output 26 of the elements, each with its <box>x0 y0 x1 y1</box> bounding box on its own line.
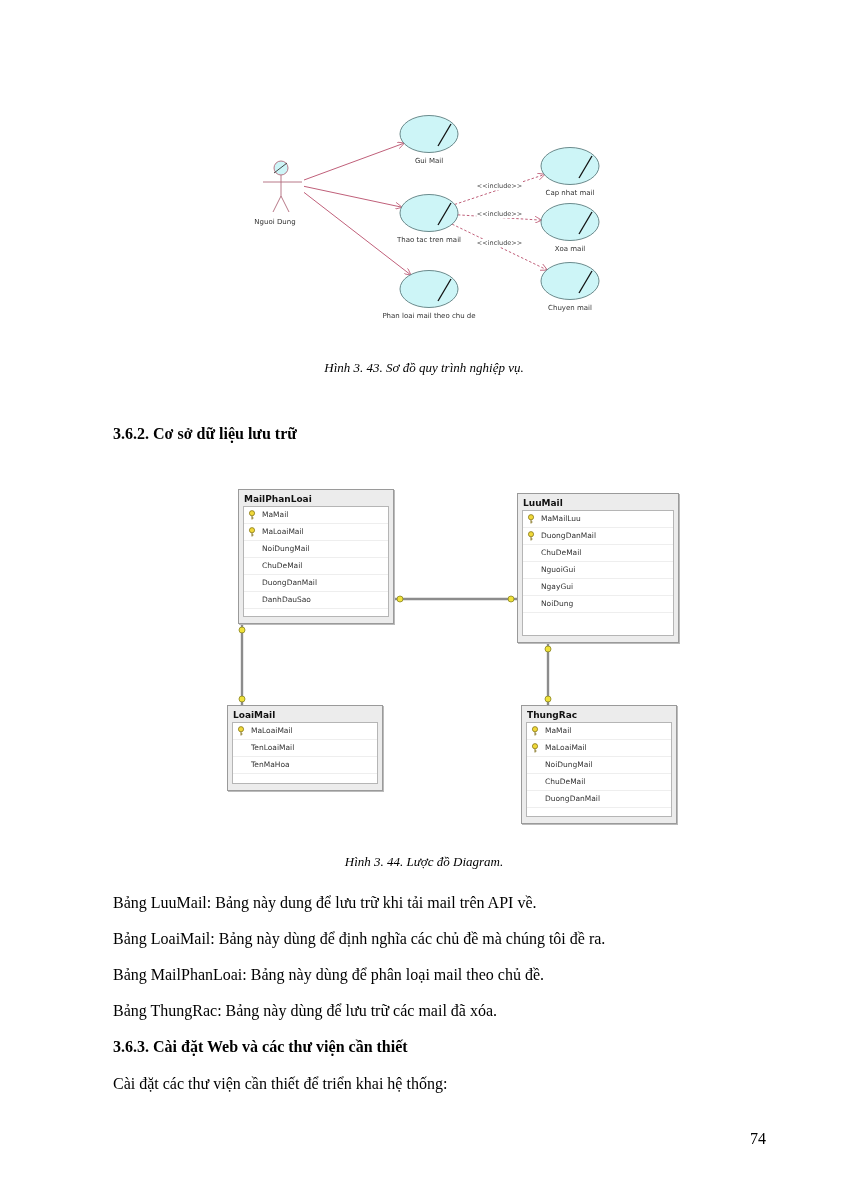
relationship-line <box>544 643 552 705</box>
arrow <box>303 191 412 276</box>
table-name: LuuMail <box>523 498 563 508</box>
figure-caption: Hình 3. 44. Lược đồ Diagram. <box>344 854 504 870</box>
arrow <box>303 141 405 181</box>
figure-caption: Hình 3. 43. Sơ đồ quy trình nghiệp vụ. <box>324 360 524 376</box>
table-name: LoaiMail <box>233 710 276 720</box>
relationship-line <box>238 624 246 705</box>
arrow <box>454 172 546 205</box>
section-heading: 3.6.2. Cơ sở dữ liệu lưu trữ <box>113 425 297 443</box>
table-box <box>517 493 679 643</box>
paragraph: Cài đặt các thư viện cần thiết để triển khai hệ thống: <box>113 1075 448 1093</box>
paragraph: Bảng MailPhanLoai: Bảng này dùng để phân loại mail theo chủ đề. <box>113 966 544 984</box>
table-box <box>521 705 677 824</box>
table-box <box>227 705 383 791</box>
paragraph: Bảng LuuMail: Bảng này dung để lưu trữ khi tải mail trên API về. <box>113 894 537 912</box>
paragraph: Bảng LoaiMail: Bảng này dùng để định nghĩa các chủ đề mà chúng tôi đề ra. <box>113 930 606 948</box>
arrow <box>451 223 548 271</box>
table-box <box>238 489 394 624</box>
table-name: MailPhanLoai <box>244 494 312 504</box>
paragraph: Bảng ThungRac: Bảng này dùng để lưu trữ các mail đã xóa. <box>113 1002 498 1020</box>
table-name: ThungRac <box>527 710 578 720</box>
relationship-line <box>394 595 517 603</box>
paragraph: 74 <box>750 1130 766 1148</box>
arrow <box>303 185 403 210</box>
section-heading: 3.6.3. Cài đặt Web và các thư viện cần thiết <box>113 1038 408 1056</box>
